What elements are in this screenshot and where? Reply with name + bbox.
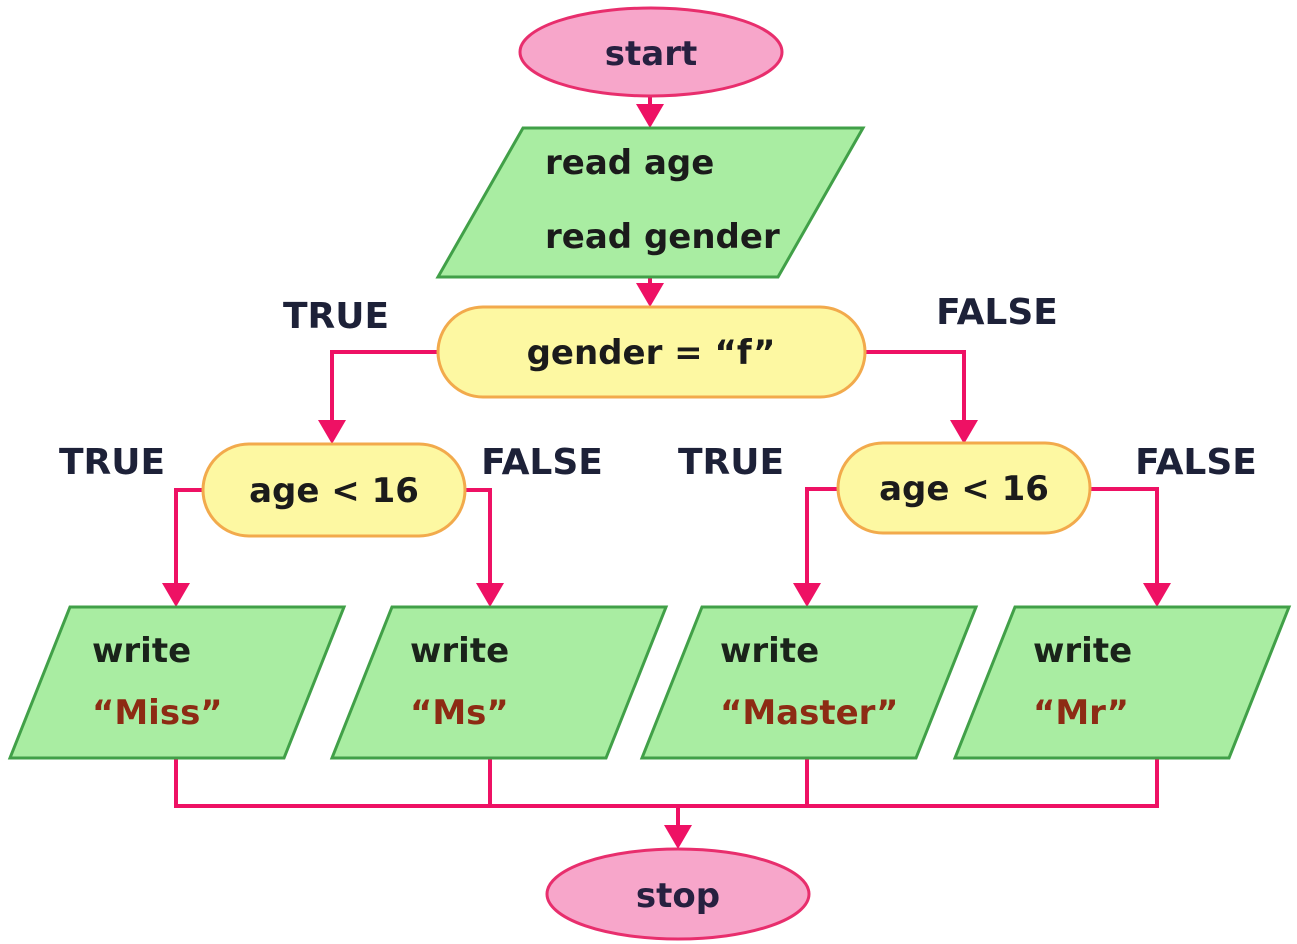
node-start: start [518, 6, 784, 98]
write-master-verb: write [720, 631, 819, 671]
node-write-master: write “Master” [639, 605, 979, 760]
node-gender-decision: gender = “f” [436, 305, 867, 399]
write-miss-io-shape [7, 605, 347, 760]
age-left-decision-label: age < 16 [249, 471, 419, 511]
node-write-miss: write “Miss” [7, 605, 347, 760]
connector-line [1088, 487, 1159, 587]
write-mr-verb: write [1033, 631, 1132, 671]
node-read-input: read age read gender [435, 126, 866, 279]
arrowhead-down-icon [793, 583, 821, 607]
merge-rail [174, 758, 1159, 808]
arrowhead-down-icon [636, 104, 664, 128]
gender-decision-shape [436, 305, 867, 399]
edge-start-to-read [636, 94, 664, 128]
branch-label-ageright-false: FALSE [1135, 442, 1257, 483]
start-terminator-shape [518, 6, 784, 98]
write-mr-value: “Mr” [1033, 693, 1129, 733]
arrowhead-down-icon [636, 283, 664, 307]
arrowhead-down-icon [1143, 583, 1171, 607]
connector-line [174, 488, 206, 587]
connector-line [330, 350, 440, 424]
arrowhead-down-icon [950, 420, 978, 444]
arrowhead-down-icon [664, 825, 692, 849]
edge-ageright-true [793, 487, 840, 607]
stop-label: stop [636, 876, 720, 916]
write-ms-io-shape [329, 605, 669, 760]
write-master-value: “Master” [720, 693, 898, 733]
branch-label-ageright-true: TRUE [678, 442, 784, 483]
branch-label-ageleft-true: TRUE [59, 442, 165, 483]
branch-label-ageleft-false: FALSE [481, 442, 603, 483]
arrowhead-down-icon [162, 583, 190, 607]
node-age-decision-left: age < 16 [201, 442, 467, 538]
read-age-text: read age [545, 143, 714, 183]
read-io-shape [435, 126, 866, 279]
write-miss-verb: write [92, 631, 191, 671]
connector-line [462, 488, 492, 587]
write-ms-value: “Ms” [410, 693, 509, 733]
node-stop: stop [545, 847, 811, 941]
node-write-mr: write “Mr” [952, 605, 1292, 760]
connector-line [805, 487, 840, 587]
edge-ageleft-true [162, 488, 206, 607]
gender-decision-label: gender = “f” [527, 333, 776, 373]
edge-merge-to-stop [174, 758, 1159, 849]
write-miss-value: “Miss” [92, 693, 223, 733]
age-right-decision-shape [836, 441, 1092, 535]
stop-terminator-shape [545, 847, 811, 941]
write-ms-verb: write [410, 631, 509, 671]
edge-ageright-false [1088, 487, 1171, 607]
arrowhead-down-icon [476, 583, 504, 607]
edge-read-to-gender [636, 277, 664, 307]
branch-label-gender-true: TRUE [283, 296, 389, 337]
write-master-io-shape [639, 605, 979, 760]
edge-gender-false [863, 350, 978, 444]
edge-ageleft-false [462, 488, 504, 607]
edge-gender-true [318, 350, 440, 444]
node-write-ms: write “Ms” [329, 605, 669, 760]
start-label: start [605, 34, 697, 74]
branch-label-gender-false: FALSE [936, 292, 1058, 333]
node-age-decision-right: age < 16 [836, 441, 1092, 535]
connector-line [863, 350, 966, 424]
arrowhead-down-icon [318, 420, 346, 444]
age-left-decision-shape [201, 442, 467, 538]
write-mr-io-shape [952, 605, 1292, 760]
read-gender-text: read gender [545, 217, 780, 257]
age-right-decision-label: age < 16 [879, 469, 1049, 509]
